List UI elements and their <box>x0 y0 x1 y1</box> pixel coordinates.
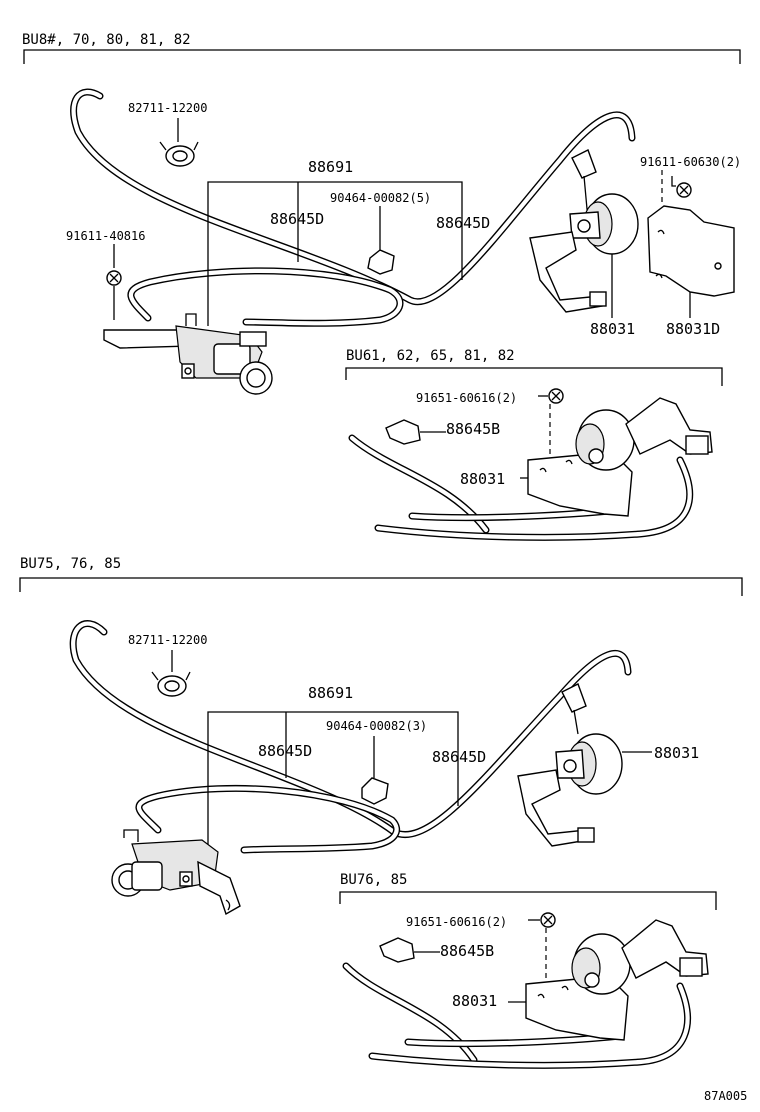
bottom-variant-actuator-label: 88031 <box>452 992 497 1010</box>
top-section-header: BU8#, 70, 80, 81, 82 <box>22 32 191 48</box>
bottom-variant-hose-clip <box>379 937 440 963</box>
bottom-hose-clamp <box>151 650 191 697</box>
bottom-variant-header: BU76, 85 <box>340 872 407 888</box>
bottom-variant-bracket <box>339 891 717 910</box>
bottom-clamp-label: 82711-12200 <box>128 633 207 647</box>
bottom-variant-bolt-label: 91651-60616(2) <box>406 915 507 929</box>
bottom-clip-label: 90464-00082(3) <box>326 719 427 733</box>
top-vacuum-hose <box>70 88 636 327</box>
bottom-hose-left-label: 88645D <box>258 742 312 760</box>
top-hose-clamp <box>159 118 199 167</box>
top-variant-actuator <box>520 397 713 517</box>
bottom-hose-clip <box>361 736 389 805</box>
top-actuator-label: 88031 <box>590 320 635 338</box>
bottom-variant-inset: BU76, 85 91651-60616(2) 88645B <box>339 872 717 1069</box>
top-variant-bolt-label: 91651-60616(2) <box>416 391 517 405</box>
top-right-bolt-icon <box>661 170 692 206</box>
top-left-bolt-label: 91611-40816 <box>66 229 145 243</box>
top-variant-inset: BU61, 62, 65, 81, 82 91651-60616(2) 8864… <box>345 348 723 541</box>
bottom-variant-actuator <box>508 919 709 1041</box>
top-variant-actuator-label: 88031 <box>460 470 505 488</box>
top-clamp-label: 82711-12200 <box>128 101 207 115</box>
top-hose-clip <box>367 206 395 275</box>
top-clip-label: 90464-00082(5) <box>330 191 431 205</box>
top-section-bracket <box>23 49 741 64</box>
top-hose-set-leader <box>207 181 463 326</box>
bottom-hose-set-label: 88691 <box>308 684 353 702</box>
bottom-hose-right-label: 88645D <box>432 748 486 766</box>
top-variant-hose-clip <box>385 419 446 445</box>
top-hose-left-label: 88645D <box>270 210 324 228</box>
top-actuator <box>529 149 639 318</box>
bottom-section-header: BU75, 76, 85 <box>20 556 121 572</box>
figure-code: 87A005 <box>704 1089 747 1103</box>
top-vsv-valve <box>103 313 273 395</box>
top-left-bolt-icon <box>106 244 122 320</box>
bottom-variant-hose-label: 88645B <box>440 942 494 960</box>
top-bracket-label: 88031D <box>666 320 720 338</box>
top-hose-right-label: 88645D <box>436 214 490 232</box>
top-variant-header: BU61, 62, 65, 81, 82 <box>346 348 515 364</box>
top-section: BU8#, 70, 80, 81, 82 82711-12200 88691 9… <box>22 32 741 541</box>
top-hose-set-label: 88691 <box>308 158 353 176</box>
bottom-section: BU75, 76, 85 82711-12200 88691 90464-000… <box>19 556 743 1069</box>
top-variant-hose-label: 88645B <box>446 420 500 438</box>
top-variant-bracket <box>345 367 723 386</box>
bottom-actuator-label: 88031 <box>654 744 699 762</box>
bottom-hose-set-leader <box>207 711 459 846</box>
bottom-actuator <box>517 683 652 847</box>
top-actuator-bracket <box>647 205 735 318</box>
top-right-bolt-label: 91611-60630(2) <box>640 155 741 169</box>
bottom-variant-bolt-icon <box>528 912 556 994</box>
bottom-variant-hoses <box>342 962 691 1069</box>
top-variant-hoses <box>348 434 694 541</box>
bottom-vsv-valve <box>111 829 241 916</box>
bottom-vacuum-hose <box>69 620 632 854</box>
bottom-section-bracket <box>19 577 743 596</box>
